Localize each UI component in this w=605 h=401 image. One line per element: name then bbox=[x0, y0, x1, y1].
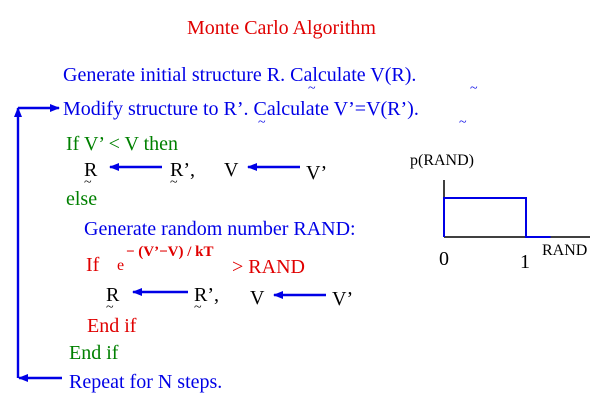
assign2-vp: V’ bbox=[332, 288, 354, 310]
assign1-r: R bbox=[84, 159, 98, 181]
chart-tick-0: 0 bbox=[439, 248, 449, 270]
line-repeat: Repeat for N steps. bbox=[69, 371, 223, 393]
assign1-vp: V’ bbox=[306, 162, 328, 184]
exponent: − (V’−V) / kT bbox=[126, 244, 214, 260]
rand-distribution-chart bbox=[443, 180, 590, 238]
line-if-v: If V’ < V then bbox=[66, 133, 179, 155]
chart-ylabel: p(RAND) bbox=[410, 152, 474, 169]
line-generate: Generate initial structure R. Calculate … bbox=[63, 64, 417, 86]
tilde-mark: ~ bbox=[84, 175, 92, 190]
line-end-if-outer: End if bbox=[69, 342, 119, 364]
line-end-if-inner: End if bbox=[87, 315, 137, 337]
assign1-rp: R’, bbox=[170, 159, 195, 181]
tilde-mark: ~ bbox=[258, 115, 266, 130]
line-modify: Modify structure to R’. Calculate V’=V(R… bbox=[63, 98, 419, 120]
assign1-v: V bbox=[224, 159, 239, 181]
tilde-mark: ~ bbox=[308, 81, 316, 96]
diagram-title: Monte Carlo Algorithm bbox=[187, 17, 376, 39]
assign2-v: V bbox=[250, 287, 265, 309]
tilde-mark: ~ bbox=[106, 300, 114, 315]
line-else: else bbox=[66, 188, 98, 210]
distribution-line bbox=[443, 197, 551, 238]
assign2-rp: R’, bbox=[194, 284, 219, 306]
exp-base: e bbox=[117, 257, 125, 274]
tilde-mark: ~ bbox=[470, 81, 478, 96]
tilde-mark: ~ bbox=[459, 115, 467, 130]
tilde-mark: ~ bbox=[194, 300, 202, 315]
assign2-r: R bbox=[106, 284, 120, 306]
tilde-mark: ~ bbox=[170, 175, 178, 190]
line-if2: If bbox=[86, 254, 100, 276]
chart-tick-1: 1 bbox=[520, 251, 530, 273]
line-gen-rand: Generate random number RAND: bbox=[84, 218, 356, 240]
line-gt-rand: > RAND bbox=[232, 256, 305, 278]
chart-xlabel: RAND bbox=[542, 242, 588, 259]
